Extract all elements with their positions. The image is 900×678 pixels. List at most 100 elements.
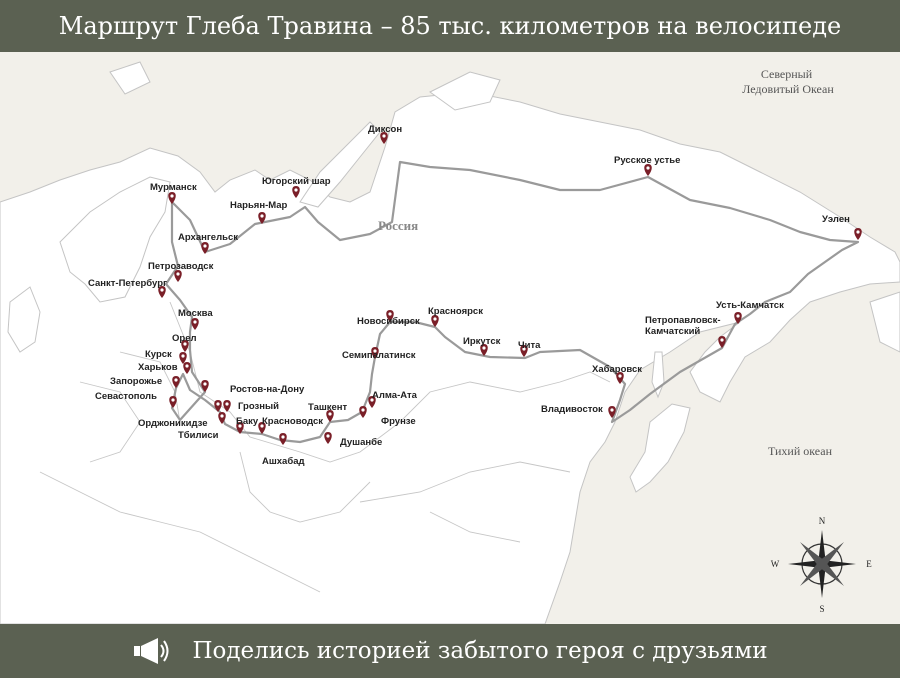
- land: [0, 61, 900, 624]
- city-label-line: Диксон: [368, 124, 402, 135]
- map-pin-dot: [720, 338, 724, 342]
- city-marker-almaata: Алма-Ата: [368, 390, 418, 408]
- city-marker-semipalatinsk: Семипалатинск: [342, 347, 416, 361]
- share-bar[interactable]: Поделись историей забытого героя с друзь…: [0, 624, 900, 678]
- city-marker-kursk: Курск: [145, 349, 187, 364]
- city-label-line: Москва: [178, 308, 213, 319]
- city-label-ashkhabad: Ашхабад: [262, 456, 305, 467]
- city-label-line: Санкт-Петербург: [88, 278, 167, 289]
- city-label-line: Ростов-на-Дону: [230, 384, 305, 395]
- border-line: [39, 471, 201, 533]
- compass-rose: N S E W: [771, 516, 873, 614]
- map-pin-icon: [368, 396, 376, 408]
- city-label-ordzhonikidze: Орджоникидзе: [138, 418, 208, 429]
- map-pin-icon: [431, 315, 439, 327]
- city-label-line: Владивосток: [541, 404, 603, 415]
- map-pin-icon: [854, 228, 862, 240]
- city-label-kharkov: Харьков: [138, 362, 178, 373]
- map-pin-icon: [616, 372, 624, 384]
- map-pin-dot: [170, 194, 174, 198]
- city-label-orel: Орел: [172, 333, 197, 344]
- route-map: Россия Северный Ледовитый Океан Тихий ок…: [0, 52, 900, 624]
- city-label-spb: Санкт-Петербург: [88, 278, 167, 289]
- map-canvas: Россия Северный Ледовитый Океан Тихий ок…: [0, 61, 900, 624]
- city-label-line: Уэлен: [822, 214, 850, 225]
- map-pin-icon: [201, 380, 209, 392]
- city-marker-russkoe: Русское устье: [614, 155, 680, 176]
- city-marker-chita: Чита: [518, 340, 541, 357]
- map-pin-dot: [646, 166, 650, 170]
- city-label-line: Красноярск: [428, 306, 483, 317]
- city-label-naryanmar: Нарьян-Мар: [230, 200, 288, 211]
- map-pin-dot: [171, 398, 175, 402]
- map-pin-icon: [174, 270, 182, 282]
- city-label-frunze: Фрунзе: [381, 416, 416, 427]
- city-label-murmansk: Мурманск: [150, 182, 197, 193]
- map-pin-icon: [371, 347, 379, 359]
- alaska: [869, 291, 900, 353]
- border-line: [239, 451, 371, 523]
- pacific-ocean-line: Тихий океан: [768, 444, 833, 458]
- city-label-khabarovsk: Хабаровск: [592, 364, 642, 375]
- city-marker-spb: Санкт-Петербург: [88, 278, 167, 298]
- city-label-line: Запорожье: [110, 376, 162, 387]
- city-label-line: Душанбе: [340, 437, 382, 448]
- map-pin-dot: [382, 134, 386, 138]
- city-label-dushanbe: Душанбе: [340, 437, 382, 448]
- city-marker-vladivostok: Владивосток: [541, 404, 616, 418]
- city-label-vladivostok: Владивосток: [541, 404, 603, 415]
- city-label-petrozavodsk: Петрозаводск: [148, 261, 214, 272]
- city-label-uelen: Уэлен: [822, 214, 850, 225]
- map-pin-dot: [326, 434, 330, 438]
- map-pin-icon: [214, 400, 222, 412]
- map-pin-icon: [191, 318, 199, 330]
- map-pin-dot: [183, 342, 187, 346]
- city-label-line: Иркутск: [463, 336, 501, 347]
- city-marker-tbilisi: Тбилиси: [178, 412, 226, 441]
- map-pin-icon: [326, 410, 334, 422]
- city-marker-ustkamchatsk: Усть-Камчатск: [716, 300, 784, 324]
- country-borders: [39, 301, 611, 593]
- map-pin-dot: [174, 378, 178, 382]
- city-label-line: Харьков: [138, 362, 178, 373]
- map-pin-icon: [480, 344, 488, 356]
- city-label-irkutsk: Иркутск: [463, 336, 501, 347]
- map-pin-dot: [185, 364, 189, 368]
- city-label-line: Югорский шар: [262, 176, 331, 187]
- city-marker-orel: Орел: [172, 333, 197, 352]
- map-pin-dot: [281, 435, 285, 439]
- map-pin-icon: [201, 242, 209, 254]
- city-marker-sevastopol: Севастополь: [95, 391, 177, 408]
- map-pin-dot: [225, 402, 229, 406]
- city-marker-petrozavodsk: Петрозаводск: [148, 261, 214, 282]
- city-marker-rostov: Ростов-на-Дону: [201, 380, 305, 395]
- city-label-line: Архангельск: [178, 232, 238, 243]
- map-pin-icon: [172, 376, 180, 388]
- compass-e: E: [866, 559, 872, 569]
- map-pin-dot: [388, 312, 392, 316]
- map-pin-dot: [736, 314, 740, 318]
- city-marker-petropavlovsk: Петропавловск-Камчатский: [645, 315, 726, 348]
- city-marker-krasnoyarsk: Красноярск: [428, 306, 483, 327]
- map-pin-icon: [223, 400, 231, 412]
- map-pin-dot: [610, 408, 614, 412]
- compass-needle-diag2: [800, 542, 844, 586]
- city-marker-dushanbe: Душанбе: [324, 432, 382, 448]
- city-label-line: Мурманск: [150, 182, 197, 193]
- city-label-line: Новосибирск: [357, 316, 420, 327]
- compass-n: N: [819, 516, 826, 526]
- city-marker-dikson: Диксон: [368, 124, 402, 144]
- map-pin-icon: [181, 340, 189, 352]
- map-pin-dot: [370, 398, 374, 402]
- city-label-novosibirsk: Новосибирск: [357, 316, 420, 327]
- city-marker-ordzhonikidze: Орджоникидзе: [138, 400, 222, 429]
- map-pin-dot: [238, 424, 242, 428]
- map-pin-icon: [179, 352, 187, 364]
- japan: [629, 403, 691, 493]
- city-label-line: Орджоникидзе: [138, 418, 208, 429]
- map-pin-dot: [260, 424, 264, 428]
- city-marker-murmansk: Мурманск: [150, 182, 197, 204]
- map-pin-icon: [644, 164, 652, 176]
- border-line: [429, 511, 521, 543]
- city-label-tashkent: Ташкент: [308, 402, 348, 413]
